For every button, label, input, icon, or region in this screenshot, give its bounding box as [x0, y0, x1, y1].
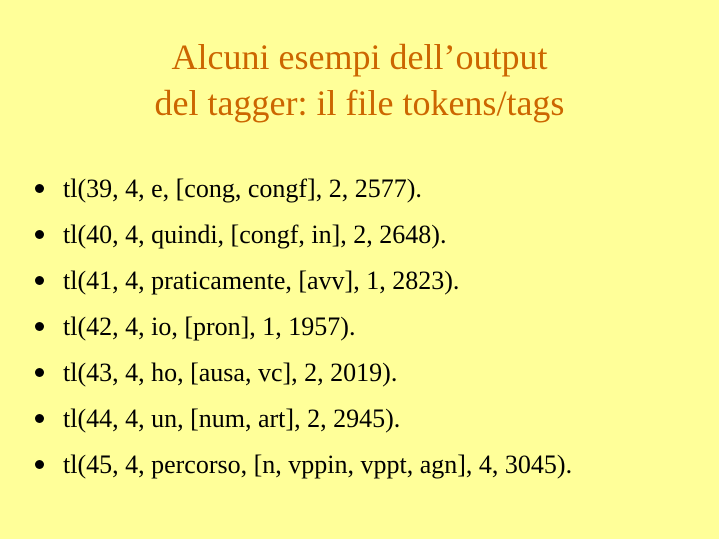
title-line-2: del tagger: il file tokens/tags: [154, 83, 565, 123]
list-item-text: tl(43, 4, ho, [ausa, vc], 2, 2019).: [63, 358, 398, 387]
slide-title: Alcuni esempi dell’output del tagger: il…: [0, 34, 719, 126]
list-item: tl(45, 4, percorso, [n, vppin, vppt, agn…: [33, 448, 693, 481]
list-item-text: tl(41, 4, praticamente, [avv], 1, 2823).: [63, 266, 460, 295]
list-item-text: tl(40, 4, quindi, [congf, in], 2, 2648).: [63, 220, 447, 249]
list-item: tl(43, 4, ho, [ausa, vc], 2, 2019).: [33, 356, 693, 389]
bullet-icon: [35, 184, 44, 193]
list-item-text: tl(42, 4, io, [pron], 1, 1957).: [63, 312, 356, 341]
list-item: tl(39, 4, e, [cong, congf], 2, 2577).: [33, 172, 693, 205]
bullet-icon: [35, 230, 44, 239]
bullet-icon: [35, 414, 44, 423]
list-item: tl(41, 4, praticamente, [avv], 1, 2823).: [33, 264, 693, 297]
bullet-icon: [35, 322, 44, 331]
list-item: tl(44, 4, un, [num, art], 2, 2945).: [33, 402, 693, 435]
bullet-icon: [35, 460, 44, 469]
list-item: tl(42, 4, io, [pron], 1, 1957).: [33, 310, 693, 343]
list-item-text: tl(39, 4, e, [cong, congf], 2, 2577).: [63, 174, 422, 203]
bullet-icon: [35, 276, 44, 285]
list-item-text: tl(45, 4, percorso, [n, vppin, vppt, agn…: [63, 450, 573, 479]
bullet-list: tl(39, 4, e, [cong, congf], 2, 2577). tl…: [33, 172, 693, 494]
list-item-text: tl(44, 4, un, [num, art], 2, 2945).: [63, 404, 401, 433]
list-item: tl(40, 4, quindi, [congf, in], 2, 2648).: [33, 218, 693, 251]
title-line-1: Alcuni esempi dell’output: [171, 37, 548, 77]
bullet-icon: [35, 368, 44, 377]
